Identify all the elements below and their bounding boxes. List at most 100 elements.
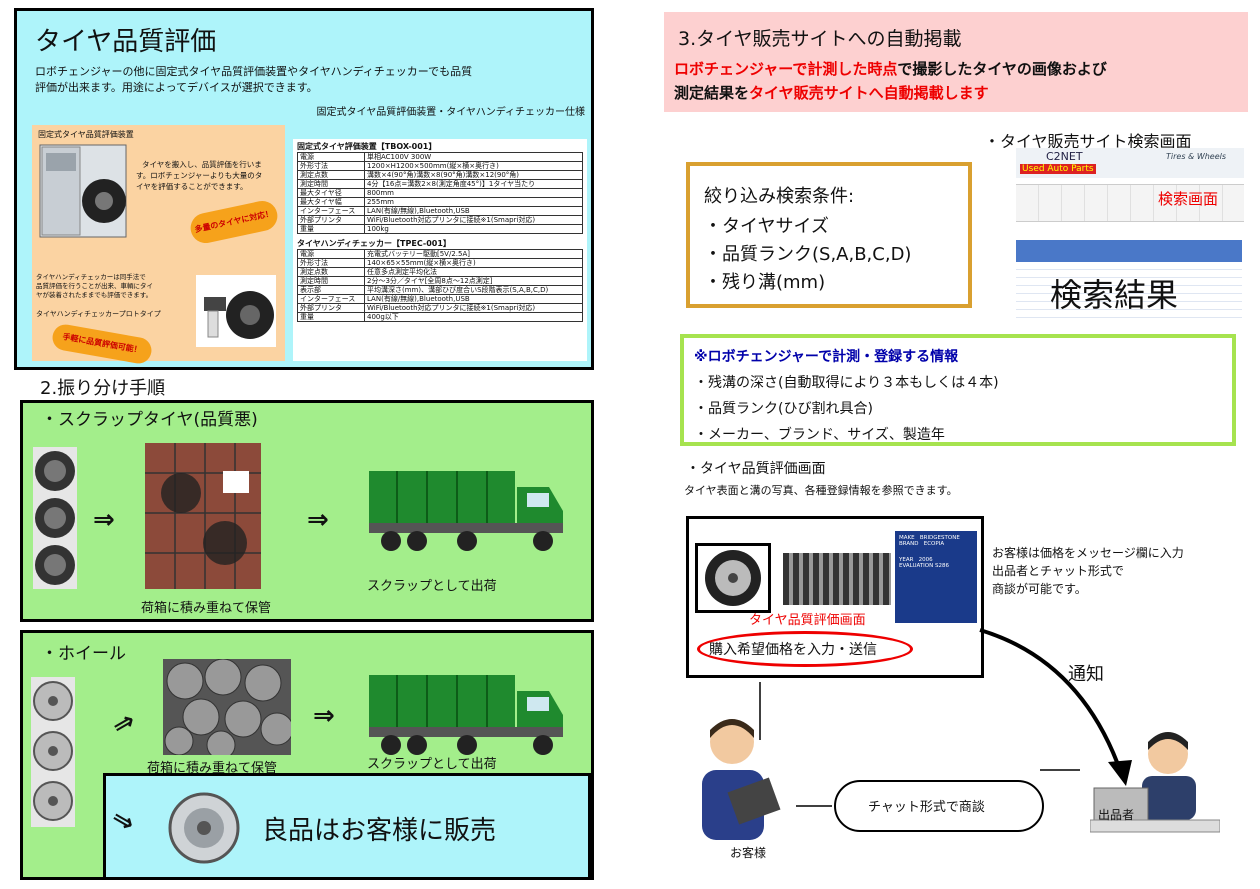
filter-title: 絞り込み検索条件:	[704, 186, 855, 207]
wheel-caption-2: スクラップとして出荷	[367, 757, 497, 772]
scrap-title: ・スクラップタイヤ(品質悪)	[41, 410, 258, 430]
eval-screen-label: タイヤ品質評価画面	[749, 613, 866, 628]
spec-row: 電源単相AC100V 300W	[297, 152, 583, 162]
spec-label: 外部プリンタ	[297, 303, 365, 313]
flow-arrows	[759, 628, 1132, 807]
spec-value: 溝数×4(90°角)溝数×8(90°角)溝数×12(90°角)	[364, 170, 583, 180]
filter-2: ・品質ランク(S,A,B,C,D)	[704, 244, 912, 265]
quality-desc-2: 評価が出来ます。用途によってデバイスが選択できます。	[35, 81, 318, 94]
wheels-stack-icon	[29, 677, 77, 827]
info-item-2: ・品質ランク(ひび割れ具合)	[694, 401, 873, 417]
site-tag: Tires & Wheels	[1166, 152, 1227, 161]
notify-label: 通知	[1068, 664, 1104, 685]
price-input-text: 購入希望価格を入力・送信	[709, 642, 877, 658]
posting-line-2: 測定結果をタイヤ販売サイトへ自動掲載します	[674, 82, 989, 103]
spec-label: インターフェース	[297, 206, 365, 216]
panel-make: BRIDGESTONE	[919, 535, 960, 541]
spec-label: 表示部	[297, 285, 365, 295]
seller-label: 出品者	[1098, 808, 1135, 822]
arrow-4: ⇒	[313, 701, 335, 731]
arrow-3: ⇒	[106, 705, 141, 743]
panel-brand-label: BRAND	[899, 541, 919, 547]
handy-desc-1: タイヤハンディチェッカーは同手法で	[36, 273, 146, 281]
search-form-mock	[1016, 184, 1244, 222]
eval-screen: MAKE BRIDGESTONE BRAND ECOPIA YEAR 2006 …	[686, 516, 984, 678]
filter-3: ・残り溝(mm)	[704, 272, 826, 293]
wheel-caption-1: 荷箱に積み重ねて保管	[147, 761, 278, 776]
posting-title: 3.タイヤ販売サイトへの自動掲載	[678, 28, 962, 50]
panel-year: 2006	[918, 557, 933, 563]
spec-value: 充電式バッテリー駆動[5V/2.5A]	[364, 249, 583, 259]
spec-label: 電源	[297, 249, 365, 259]
spec-row: 電源充電式バッテリー駆動[5V/2.5A]	[297, 249, 583, 259]
tire-crate-icon	[141, 433, 265, 593]
arrow-1: ⇒	[93, 505, 115, 535]
spec-value: LAN(有線/無線),Bluetooth,USB	[364, 206, 583, 216]
spec-value: 400g以下	[364, 312, 583, 322]
search-screen-title: ・タイヤ販売サイト検索画面	[984, 132, 1192, 151]
spec-value: WiFi/Bluetooth対応プリンタに接続※1(Smapri対応)	[364, 215, 583, 225]
spec-label: 測定点数	[297, 267, 365, 277]
site-banner: C2NET Used Auto Parts Tires & Wheels	[1016, 148, 1244, 178]
panel-make-label: MAKE	[899, 535, 915, 541]
spec-value: 1200×H1200×500mm(縦×横×奥行き)	[364, 161, 583, 171]
spec-value: 任意多点測定平均化法	[364, 267, 583, 277]
posting-line-1-red: ロボチェンジャーで計測した時点	[674, 60, 898, 78]
handy-desc-2: 品質評価を行うことが出来、車輌にタイ	[36, 282, 153, 290]
fixed-desc-1: タイヤを搬入し、品質評価を行いま	[142, 160, 262, 169]
info-panel: MAKE BRIDGESTONE BRAND ECOPIA YEAR 2006 …	[895, 531, 977, 623]
panel-year-label: YEAR	[899, 557, 914, 563]
search-label: 検索画面	[1158, 190, 1219, 208]
posting-line-2-black: 測定結果を	[674, 84, 750, 102]
good-item-box: ⇒ 良品はお客様に販売	[103, 773, 591, 880]
wheel-pile-icon	[163, 658, 294, 760]
panel-eval: S286	[934, 563, 949, 569]
posting-line-1: ロボチェンジャーで計測した時点で撮影したタイヤの画像および	[674, 58, 1107, 79]
badge-easy-eval: 手軽に品質評価可能！	[50, 322, 154, 366]
quality-section: タイヤ品質評価 ロボチェンジャーの他に固定式タイヤ品質評価装置やタイヤハンディチ…	[14, 8, 594, 370]
price-input-ellipse[interactable]	[697, 631, 913, 667]
table2-title: タイヤハンディチェッカー【TPEC-001】	[297, 239, 451, 248]
handy-checker-icon	[196, 275, 276, 347]
handy-desc-3: ヤが装着されたままでも評価できます。	[36, 291, 153, 299]
arrow-2: ⇒	[307, 505, 329, 535]
chat-cloud	[834, 780, 1044, 832]
info-item-3: ・メーカー、ブランド、サイズ、製造年	[694, 427, 945, 443]
badge-many-tires: 多量のタイヤに対応！	[187, 198, 281, 246]
spec-value: 2分～3分／タイヤ[全周8点～12点測定]	[364, 276, 583, 286]
scrap-caption-1: 荷箱に積み重ねて保管	[141, 601, 272, 616]
spec-row: 測定点数溝数×4(90°角)溝数×8(90°角)溝数×12(90°角)	[297, 170, 583, 180]
customer-person-icon	[686, 712, 786, 846]
seller-person-icon	[1089, 724, 1221, 834]
spec-label: 最大タイヤ幅	[297, 197, 365, 207]
quality-title: タイヤ品質評価	[35, 27, 217, 57]
posting-line-2-red: タイヤ販売サイトへ自動掲載します	[749, 84, 989, 102]
info-item-1: ・残溝の深さ(自動取得により３本もしくは４本)	[694, 375, 999, 391]
fixed-desc-2: す。ロボチェンジャーよりも大量のタ	[136, 171, 263, 180]
spec-label: 測定点数	[297, 170, 365, 180]
site-sub: Used Auto Parts	[1020, 164, 1096, 174]
table1-title: 固定式タイヤ評価装置【TBOX-001】	[297, 142, 437, 151]
filter-1: ・タイヤサイズ	[704, 216, 829, 237]
spec-value: 800mm	[364, 188, 583, 198]
site-name: C2NET	[1046, 150, 1083, 163]
spec-value: 4分【16点=溝数2×8(測定角度45°)】1タイヤ当たり	[364, 179, 583, 189]
eval-desc: タイヤ表面と溝の写真、各種登録情報を参照できます。	[684, 484, 958, 497]
handy-proto-label: タイヤハンディチェッカープロトタイプ	[36, 310, 161, 318]
customer-note-2: 出品者とチャット形式で	[992, 564, 1124, 578]
sorting-title: 2.振り分け手順	[40, 378, 166, 399]
eval-title: ・タイヤ品質評価画面	[686, 461, 826, 477]
posting-header: 3.タイヤ販売サイトへの自動掲載 ロボチェンジャーで計測した時点で撮影したタイヤ…	[664, 12, 1248, 112]
spec-label: 電源	[297, 152, 365, 162]
dump-truck-icon	[367, 467, 567, 555]
spec-label: 外部プリンタ	[297, 215, 365, 225]
